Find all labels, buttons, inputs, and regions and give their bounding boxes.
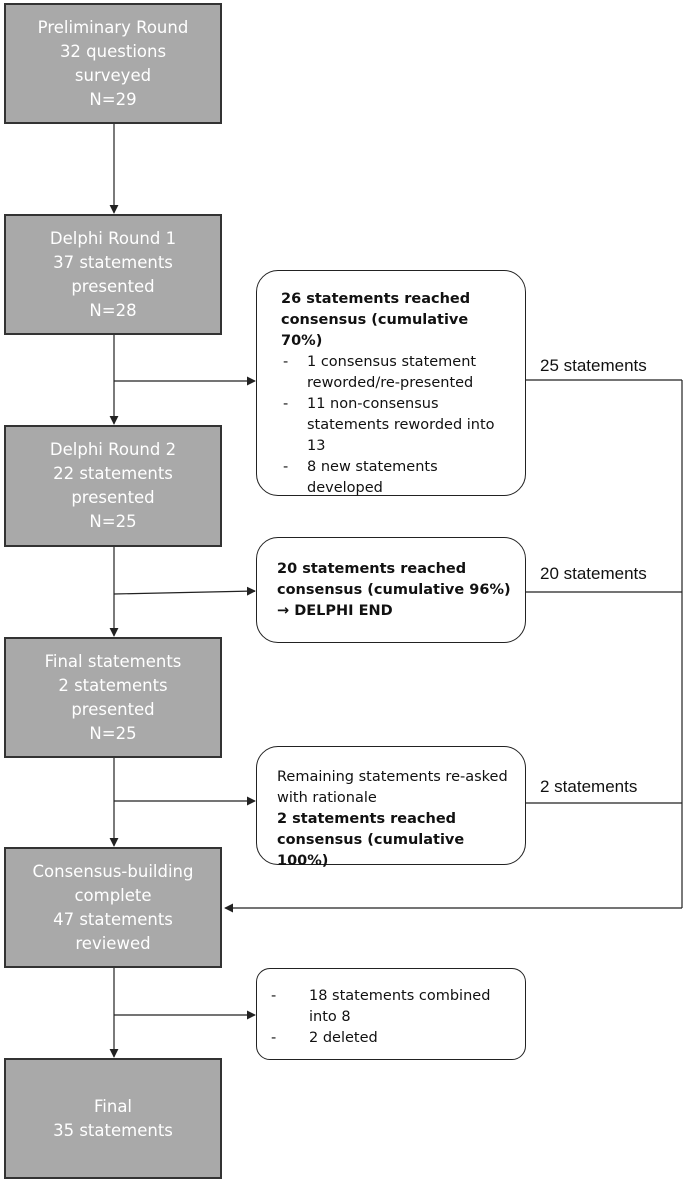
- flow-label-round-1: 25 statements: [540, 356, 647, 375]
- round-2-outcome-heading: 20 statements reached consensus (cumulat…: [277, 561, 511, 598]
- delphi-end-label: → DELPHI END: [277, 603, 393, 619]
- consensus-building-outcome-item-2: 2 deleted: [309, 1030, 378, 1046]
- final-statements-outcome-note: Remaining statements re-asked with ratio…: [256, 746, 526, 869]
- consensus-building-outcome-item-1: 18 statements combined into 8: [309, 988, 491, 1025]
- preliminary-round-box: Preliminary Round 32 questions surveyed …: [4, 3, 222, 124]
- list-item: -1 consensus statement reworded/re-prese…: [283, 354, 477, 391]
- consensus-building-line-1: Consensus-building: [32, 861, 194, 881]
- list-item: -18 statements combined into 8: [271, 988, 491, 1025]
- final-statements-outcome-text: Remaining statements re-asked with ratio…: [277, 769, 508, 806]
- final-statements-line-2: 2 statements: [58, 675, 168, 695]
- delphi-round-1-line-3: presented: [71, 276, 155, 296]
- final-box: Final 35 statements: [4, 1058, 222, 1179]
- final-statements-outcome-heading: 2 statements reached consensus (cumulati…: [277, 811, 465, 869]
- final-statements-line-1: Final statements: [44, 651, 182, 671]
- delphi-round-2-box: Delphi Round 2 22 statements presented N…: [4, 425, 222, 547]
- consensus-building-line-3: 47 statements: [53, 909, 173, 929]
- delphi-round-2-line-4: N=25: [89, 512, 137, 531]
- consensus-building-outcome-note: -18 statements combined into 8 -2 delete…: [256, 968, 526, 1060]
- round-1-outcome-item-1: 1 consensus statement reworded/re-presen…: [307, 354, 477, 391]
- consensus-building-outcome-list: -18 statements combined into 8 -2 delete…: [269, 986, 513, 1049]
- preliminary-round-line-3: surveyed: [74, 65, 152, 85]
- final-line-2: 35 statements: [53, 1120, 173, 1140]
- delphi-round-1-line-4: N=28: [89, 300, 137, 320]
- arrow-to-round2-note: [113, 586, 256, 596]
- final-line-1: Final: [93, 1096, 133, 1116]
- flow-label-final-statements: 2 statements: [540, 777, 638, 796]
- list-item: -2 deleted: [271, 1030, 378, 1046]
- final-statements-line-4: N=25: [89, 723, 137, 743]
- consensus-building-box: Consensus-building complete 47 statement…: [4, 847, 222, 968]
- preliminary-round-line-4: N=29: [89, 89, 137, 109]
- delphi-round-2-line-1: Delphi Round 2: [49, 440, 177, 459]
- list-item: -11 non-consensus statements reworded in…: [283, 396, 495, 454]
- preliminary-round-line-2: 32 questions: [59, 41, 167, 61]
- delphi-round-1-box: Delphi Round 1 37 statements presented N…: [4, 214, 222, 335]
- delphi-round-2-line-3: presented: [71, 488, 155, 507]
- round-1-outcome-item-2: 11 non-consensus statements reworded int…: [307, 396, 495, 454]
- round-1-outcome-heading: 26 statements reached consensus (cumulat…: [281, 291, 471, 349]
- consensus-building-line-2: complete: [74, 885, 152, 905]
- delphi-round-2-line-2: 22 statements: [53, 464, 173, 483]
- consensus-building-line-4: reviewed: [75, 933, 151, 953]
- delphi-round-1-line-1: Delphi Round 1: [49, 228, 177, 248]
- final-statements-box: Final statements 2 statements presented …: [4, 637, 222, 758]
- round-1-outcome-note: 26 statements reached consensus (cumulat…: [256, 270, 526, 496]
- final-statements-line-3: presented: [71, 699, 155, 719]
- round-1-outcome-list: -1 consensus statement reworded/re-prese…: [281, 352, 513, 499]
- round-2-outcome-note: 20 statements reached consensus (cumulat…: [256, 537, 526, 643]
- round-1-outcome-item-3: 8 new statements developed: [307, 459, 438, 496]
- delphi-round-1-line-2: 37 statements: [53, 252, 173, 272]
- list-item: -8 new statements developed: [283, 459, 438, 496]
- preliminary-round-line-1: Preliminary Round: [37, 17, 189, 37]
- flow-label-round-2: 20 statements: [540, 564, 647, 583]
